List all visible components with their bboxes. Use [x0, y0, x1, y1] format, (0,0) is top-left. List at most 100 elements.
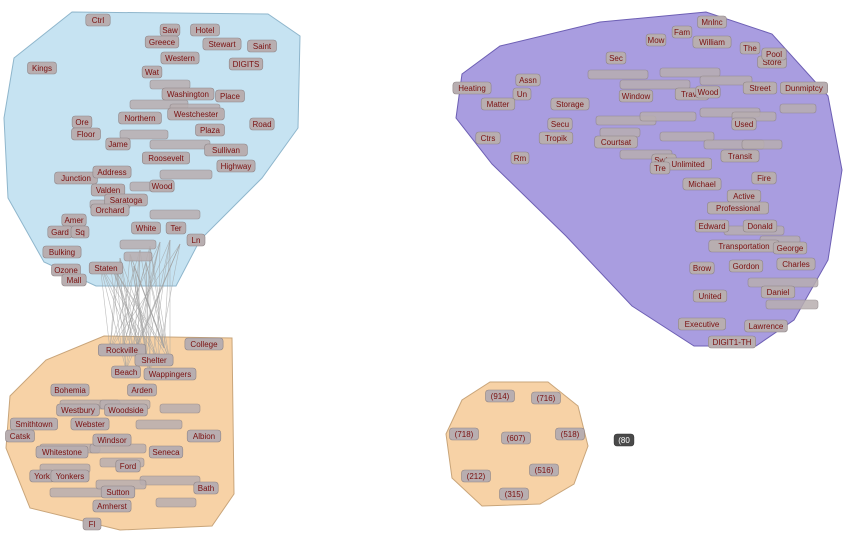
node-box-unlabeled: [741, 139, 783, 150]
node-label: Used: [735, 120, 754, 129]
node-box: [71, 127, 101, 141]
node-rm: Rm: [510, 151, 530, 165]
node-516: (516): [529, 463, 559, 477]
edge: [133, 265, 165, 349]
node-professional: Professional: [707, 201, 769, 215]
node-label: Place: [220, 92, 241, 101]
node-box: [161, 87, 215, 101]
node-label: Amer: [64, 216, 83, 225]
node-college: College: [184, 337, 224, 351]
edge: [121, 253, 131, 353]
node-box: [92, 433, 132, 447]
edge: [99, 263, 135, 355]
node-label: Fl: [89, 520, 96, 529]
node-box: [694, 219, 730, 233]
node-william: William: [692, 35, 732, 49]
node-box: [35, 445, 89, 459]
node-sutton: Sutton: [100, 485, 136, 499]
node-box: [149, 179, 175, 193]
node-label: Windsor: [97, 436, 127, 445]
node-box: [649, 161, 671, 175]
node-label: Ln: [192, 236, 201, 245]
node-label: Highway: [221, 162, 252, 171]
node-rockville: Rockville: [98, 343, 147, 357]
edge: [163, 239, 171, 349]
node-edward: Edward: [694, 219, 730, 233]
node-label: Fire: [757, 174, 771, 183]
node-mall: Mall: [61, 273, 87, 287]
node-heating: Heating: [452, 81, 492, 95]
node-607: (607): [501, 431, 531, 445]
node-label: Tropik: [545, 134, 568, 143]
node-box: [167, 107, 225, 121]
node-label: Active: [733, 192, 755, 201]
node-wood: Wood: [149, 179, 175, 193]
edge: [109, 261, 123, 353]
node-label: Pool: [766, 50, 782, 59]
node-label: Saratoga: [110, 196, 143, 205]
node-label: (716): [537, 394, 556, 403]
node-box: [88, 261, 124, 275]
node-active: Active: [726, 189, 762, 203]
edge: [149, 245, 171, 363]
node-box: [692, 35, 732, 49]
node-albion: Albion: [186, 429, 222, 443]
node-box: [742, 81, 778, 95]
node-transportation: Transportation: [708, 239, 780, 253]
node-label: Ford: [120, 462, 136, 471]
node-box-unlabeled: [149, 139, 211, 150]
node-label: Wood: [152, 182, 173, 191]
node-label: Smithtown: [15, 420, 52, 429]
node-box: [143, 367, 197, 381]
node-address: Address: [92, 165, 132, 179]
node-label: Gard: [51, 228, 69, 237]
node-box: [204, 143, 248, 157]
node-label: Mall: [67, 276, 82, 285]
node-label: Mnlnc: [701, 18, 722, 27]
node-shelter: Shelter: [134, 353, 174, 367]
node-box: [141, 65, 163, 79]
node-box-unlabeled: [619, 79, 691, 90]
node-plaza: Plaza: [195, 123, 225, 137]
node-box-unlabeled: [155, 497, 197, 508]
node-box: [695, 85, 721, 99]
node-box: [85, 13, 111, 27]
node-ford: Ford: [115, 459, 141, 473]
node-box: [186, 233, 206, 247]
node-arden: Arden: [127, 383, 157, 397]
node-label: College: [190, 340, 218, 349]
node-used: Used: [731, 117, 757, 131]
node-box: [98, 343, 147, 357]
node-label: Travel: [681, 90, 703, 99]
node-label: Beach: [115, 368, 138, 377]
node-box-unlabeled: [149, 79, 191, 90]
node-box: [249, 117, 275, 131]
node-ln: Ln: [186, 233, 206, 247]
node-label: Yonkers: [56, 472, 85, 481]
node-label: Unlimited: [671, 160, 704, 169]
node-label: Tre: [654, 164, 666, 173]
node-label: (80: [618, 436, 630, 445]
node-fire: Fire: [751, 171, 777, 185]
node-label: Bath: [198, 484, 214, 493]
node-box: [449, 427, 479, 441]
node-label: Window: [622, 92, 651, 101]
node-box: [499, 487, 529, 501]
node-whitestone: Whitestone: [35, 445, 89, 459]
node-box: [5, 429, 35, 443]
node-staten: Staten: [88, 261, 124, 275]
node-box-unlabeled: [599, 127, 641, 138]
node-box: [475, 131, 501, 145]
node-label: Sullivan: [212, 146, 240, 155]
node-box: [42, 245, 82, 259]
node-label: Secu: [551, 120, 569, 129]
node-label: (718): [455, 430, 474, 439]
node-box: [707, 335, 756, 349]
node-label: Dunmiptcy: [785, 84, 823, 93]
node-box-unlabeled: [587, 69, 649, 80]
node-floor: Floor: [71, 127, 101, 141]
node-label: DIGIT1-TH: [712, 338, 751, 347]
node-label: William: [699, 38, 725, 47]
node-yonkers: Yonkers: [50, 469, 90, 483]
